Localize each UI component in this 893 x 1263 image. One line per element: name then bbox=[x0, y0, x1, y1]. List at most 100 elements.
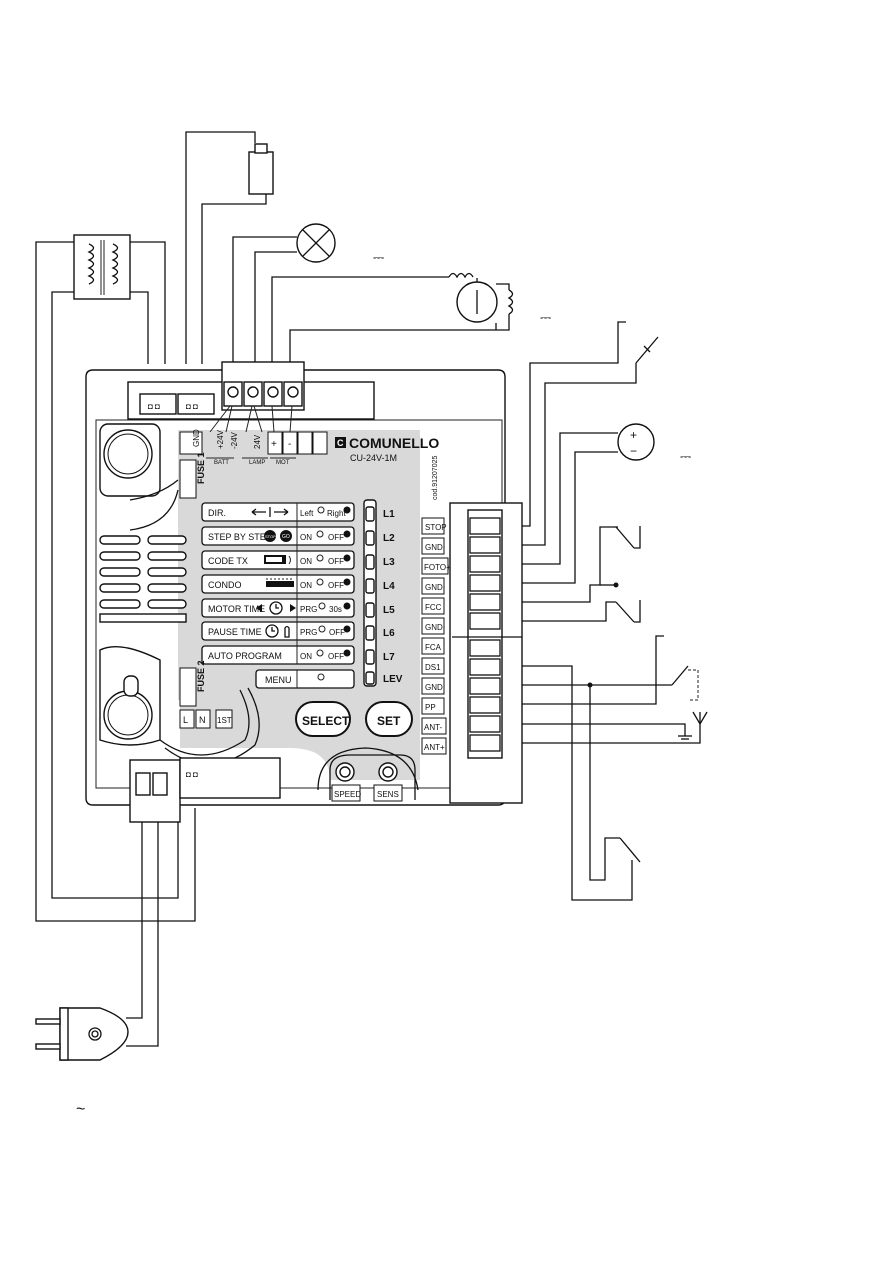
menu-row-7-label: AUTO PROGRAM bbox=[208, 651, 282, 661]
brand-model: CU-24V-1M bbox=[350, 453, 397, 463]
top-terminal-labels: GND +24V -24V BATT 24V 24V LAMP + - MOT bbox=[179, 429, 328, 466]
menu-row-2-opt1: ON bbox=[300, 533, 312, 542]
dc-source-icon: + − bbox=[617, 423, 655, 461]
menu-row-4-label: CONDO bbox=[208, 580, 242, 590]
brand-code: cod.91207025 bbox=[432, 456, 439, 500]
term-ant-minus: ANT- bbox=[424, 723, 443, 732]
led-l4: L4 bbox=[383, 581, 395, 592]
speed-label: SPEED bbox=[334, 790, 361, 799]
term-gnd-3: GND bbox=[425, 623, 443, 632]
condo-icon bbox=[266, 578, 294, 587]
terminal-arrows bbox=[209, 405, 293, 433]
transformer-icon bbox=[73, 234, 131, 300]
set-button-label: SET bbox=[377, 714, 401, 728]
led-l1: L1 bbox=[383, 509, 395, 520]
speed-trimmer[interactable]: SPEED bbox=[331, 762, 361, 802]
label-gnd-top: GND bbox=[192, 429, 201, 447]
dc-source-plus: + bbox=[630, 428, 637, 442]
menu-row-8-label: MENU bbox=[265, 675, 292, 685]
label-plus24v: +24V bbox=[216, 429, 225, 449]
power-1st-label: 1ST bbox=[217, 716, 232, 725]
term-gnd-2: GND bbox=[425, 583, 443, 592]
svg-text:◘ ◘: ◘ ◘ bbox=[186, 402, 198, 411]
motor-time-icon bbox=[256, 601, 296, 615]
junction-dot-fcc bbox=[613, 582, 619, 588]
right-terminal-screws bbox=[469, 517, 501, 752]
sens-label: SENS bbox=[377, 790, 399, 799]
junction-dot-ds1 bbox=[587, 682, 593, 688]
plug-icon bbox=[35, 1007, 129, 1061]
battery-cylinder bbox=[248, 143, 274, 195]
select-button[interactable]: SELECT bbox=[295, 701, 351, 737]
power-l-label: L bbox=[183, 715, 188, 725]
term-foto-plus: FOTO+ bbox=[424, 563, 451, 572]
power-connector: ◘ ◘ bbox=[129, 757, 281, 823]
menu-row-7-opt2: OFF bbox=[328, 652, 344, 661]
bulb-icons bbox=[316, 506, 351, 681]
brand-name: COMUNELLO bbox=[349, 435, 439, 451]
fuse2-label: FUSE 2 bbox=[196, 660, 206, 692]
ac-symbol: ~ bbox=[76, 1101, 85, 1118]
label-lamp-24v: 24V bbox=[253, 434, 262, 449]
label-mot-minus: - bbox=[288, 439, 291, 450]
dc-source-minus: − bbox=[630, 444, 637, 458]
led-l6: L6 bbox=[383, 628, 395, 639]
led-l3: L3 bbox=[383, 557, 395, 568]
menu-row-3-label: CODE TX bbox=[208, 556, 248, 566]
menu-row-1-opt1: Left bbox=[300, 509, 314, 518]
menu-row-1-opt2: Right bbox=[327, 509, 346, 518]
menu-row-6-label: PAUSE TIME bbox=[208, 627, 262, 637]
led-lev: LEV bbox=[383, 674, 403, 685]
led-l5: L5 bbox=[383, 605, 395, 616]
menu-row-6-opt2: OFF bbox=[329, 628, 345, 637]
term-fca: FCA bbox=[425, 643, 442, 652]
menu-row-1-label: DIR. bbox=[208, 508, 226, 518]
led-l7: L7 bbox=[383, 652, 395, 663]
menu-row-5-label: MOTOR TIME bbox=[208, 604, 265, 614]
label-batt: BATT bbox=[214, 460, 229, 466]
pause-time-icon bbox=[265, 624, 290, 638]
right-wiring bbox=[522, 321, 708, 901]
menu-row-5-opt1: PRG bbox=[300, 605, 317, 614]
select-button-label: SELECT bbox=[302, 714, 350, 728]
label-mot-plus: + bbox=[271, 439, 277, 450]
menu-row-5-opt2: 30s bbox=[329, 605, 342, 614]
lamp-icon bbox=[296, 223, 336, 263]
menu-row-2-label: STEP BY STEP bbox=[208, 532, 272, 542]
dc-symbol-source: ⎓ bbox=[680, 448, 691, 464]
menu-row-3-opt1: ON bbox=[300, 557, 312, 566]
set-button[interactable]: SET bbox=[365, 701, 413, 737]
menu-row-2-opt2: OFF bbox=[328, 533, 344, 542]
fuse1-holder bbox=[99, 423, 197, 499]
term-gnd-1: GND bbox=[425, 543, 443, 552]
label-lamp: LAMP bbox=[249, 460, 265, 466]
menu-row-4-opt1: ON bbox=[300, 581, 312, 590]
term-gnd-4: GND bbox=[425, 683, 443, 692]
term-ds1: DS1 bbox=[425, 663, 441, 672]
label-mot: MOT bbox=[276, 460, 290, 466]
fuse1-label: FUSE 1 bbox=[196, 452, 206, 484]
power-n-label: N bbox=[199, 715, 206, 725]
term-fcc: FCC bbox=[425, 603, 442, 612]
stop-go-icons: STOP GO bbox=[264, 530, 292, 542]
menu-row-6-opt1: PRG bbox=[300, 628, 317, 637]
label-minus24v: -24V bbox=[230, 431, 239, 449]
term-pp: PP bbox=[425, 703, 436, 712]
term-stop: STOP bbox=[425, 523, 447, 532]
svg-text:C: C bbox=[337, 438, 344, 448]
svg-text:◘ ◘: ◘ ◘ bbox=[186, 770, 198, 779]
menu-row-3-opt2: OFF bbox=[328, 557, 344, 566]
motor-icon bbox=[448, 272, 514, 323]
dc-symbol-lamp: ⎓ bbox=[373, 249, 384, 265]
brand-logo: C bbox=[335, 437, 346, 448]
sens-trimmer[interactable]: SENS bbox=[373, 762, 403, 802]
term-ant-plus: ANT+ bbox=[424, 743, 445, 752]
menu-row-7-opt1: ON bbox=[300, 652, 312, 661]
svg-text:◘ ◘: ◘ ◘ bbox=[148, 402, 160, 411]
right-terminal-labels bbox=[421, 517, 449, 755]
led-l2: L2 bbox=[383, 533, 395, 544]
stop-icon-label: STOP bbox=[265, 534, 276, 539]
remote-icon bbox=[264, 555, 291, 565]
go-icon-label: GO bbox=[282, 534, 290, 540]
